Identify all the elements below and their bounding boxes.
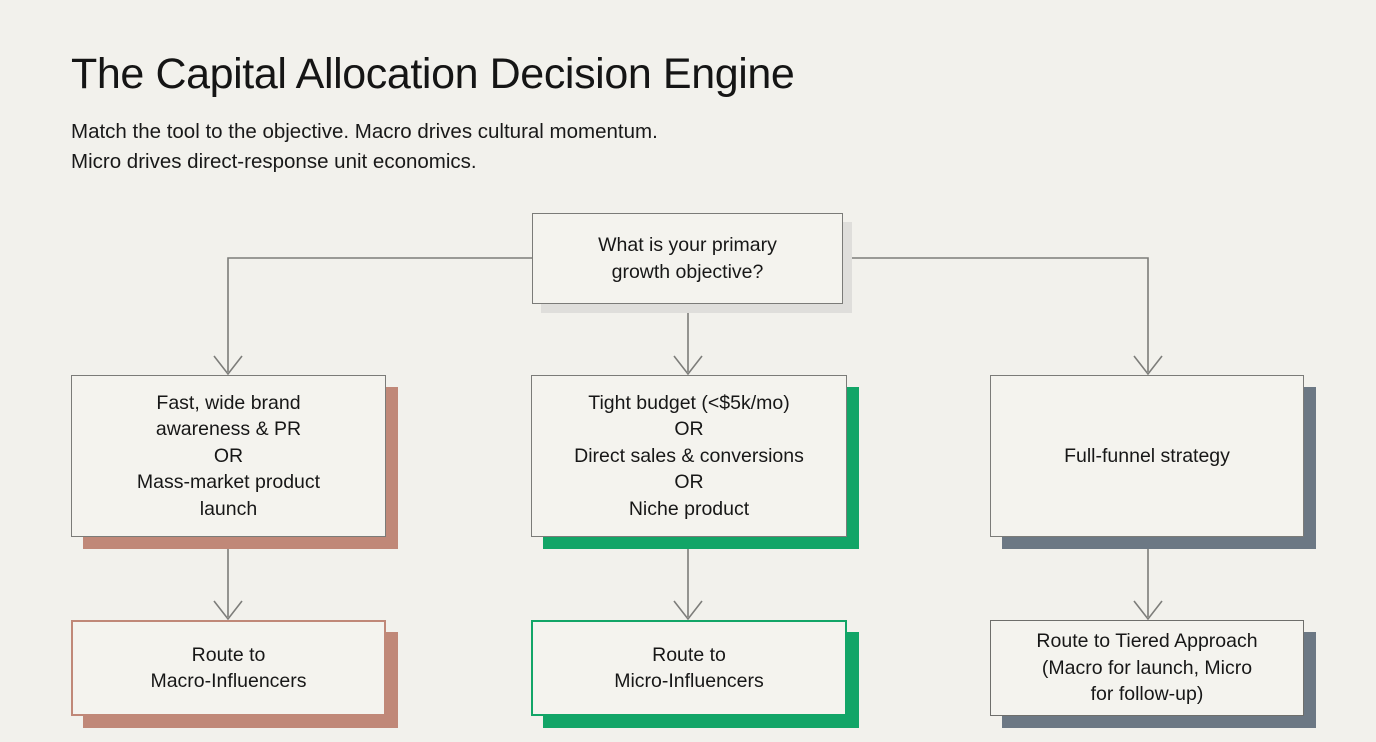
arrowhead-left-result bbox=[213, 600, 243, 621]
arrowhead-left-branch bbox=[213, 355, 243, 376]
arrowhead-middle-branch bbox=[673, 355, 703, 376]
arrowhead-right-result bbox=[1133, 600, 1163, 621]
arrowhead-middle-result bbox=[673, 600, 703, 621]
connector-root-to-right bbox=[843, 257, 1149, 372]
branch-node-micro[interactable]: Tight budget (<$5k/mo) OR Direct sales &… bbox=[531, 375, 847, 537]
arrowhead-right-branch bbox=[1133, 355, 1163, 376]
root-decision-label: What is your primary growth objective? bbox=[598, 233, 777, 283]
page-subtitle: Match the tool to the objective. Macro d… bbox=[71, 120, 658, 173]
result-node-tiered-label: Route to Tiered Approach (Macro for laun… bbox=[1036, 630, 1258, 706]
connector-root-to-left bbox=[227, 257, 532, 372]
branch-node-macro[interactable]: Fast, wide brand awareness & PR OR Mass-… bbox=[71, 375, 386, 537]
branch-node-micro-label: Tight budget (<$5k/mo) OR Direct sales &… bbox=[574, 391, 804, 520]
result-node-macro[interactable]: Route to Macro-Influencers bbox=[71, 620, 386, 716]
branch-node-macro-label: Fast, wide brand awareness & PR OR Mass-… bbox=[136, 391, 321, 520]
branch-node-tiered[interactable]: Full-funnel strategy bbox=[990, 375, 1304, 537]
result-node-micro-label: Route to Micro-Influencers bbox=[614, 643, 764, 693]
page-title: The Capital Allocation Decision Engine bbox=[71, 50, 795, 98]
root-decision-node[interactable]: What is your primary growth objective? bbox=[532, 213, 843, 304]
result-node-micro[interactable]: Route to Micro-Influencers bbox=[531, 620, 847, 716]
result-node-tiered[interactable]: Route to Tiered Approach (Macro for laun… bbox=[990, 620, 1304, 716]
branch-node-tiered-label: Full-funnel strategy bbox=[1064, 444, 1230, 467]
result-node-macro-label: Route to Macro-Influencers bbox=[150, 643, 307, 693]
